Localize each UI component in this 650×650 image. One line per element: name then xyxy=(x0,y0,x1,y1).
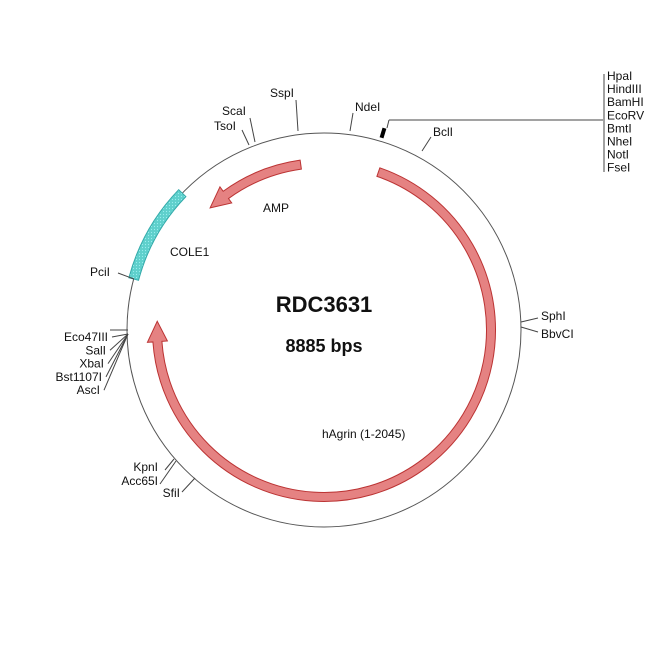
mcs-site-label: FseI xyxy=(607,161,630,175)
left-site-tick xyxy=(105,333,129,378)
mcs-tick xyxy=(386,119,390,129)
pcii-label: PciI xyxy=(90,265,110,279)
scai-label: ScaI xyxy=(222,104,246,118)
acc65i-label: Acc65I xyxy=(121,474,158,488)
left-site-label: SalI xyxy=(85,343,106,357)
sphi-tick xyxy=(520,317,539,323)
hagrin-arrow xyxy=(146,167,496,502)
left-site-tick xyxy=(111,333,129,338)
sfii-tick xyxy=(181,477,196,493)
bcli-label: BclI xyxy=(433,125,453,139)
mcs-marker xyxy=(379,127,387,139)
mcs-site-label: NheI xyxy=(607,135,632,149)
amp-label: AMP xyxy=(263,201,289,215)
bbvci-label: BbvCI xyxy=(541,327,574,341)
kpni-label: KpnI xyxy=(133,460,158,474)
mcs-site-label: BmtI xyxy=(607,121,632,135)
mcs-site-label: HpaI xyxy=(607,69,632,83)
ndei-label: NdeI xyxy=(355,100,380,114)
plasmid-name: RDC3631 xyxy=(276,292,373,317)
pcii-tick xyxy=(117,272,135,280)
acc65i-tick xyxy=(159,460,177,485)
kpni-tick xyxy=(164,458,175,471)
scai-tick xyxy=(249,117,256,143)
sspi-tick xyxy=(295,99,299,132)
bbvci-tick xyxy=(520,326,539,333)
left-site-label: AscI xyxy=(77,383,100,397)
cole1-feature xyxy=(128,188,187,281)
left-site-tick xyxy=(109,333,129,351)
left-site-label: Eco47III xyxy=(64,330,108,344)
sphi-label: SphI xyxy=(541,309,566,323)
mcs-site-label: HindIII xyxy=(607,82,642,96)
tsoi-tick xyxy=(241,129,250,146)
mcs-site-label: NotI xyxy=(607,148,629,162)
sspi-label: SspI xyxy=(270,86,294,100)
plasmid-size: 8885 bps xyxy=(285,336,362,356)
backbone-circle xyxy=(126,132,522,528)
mcs-site-label: EcoRV xyxy=(607,108,644,122)
tsoi-label: TsoI xyxy=(214,119,236,133)
hagrin-label: hAgrin (1-2045) xyxy=(322,427,405,441)
bcli-tick xyxy=(421,136,432,152)
ndei-tick xyxy=(349,112,354,132)
left-site-label: Bst1107I xyxy=(56,370,102,384)
left-site-tick xyxy=(103,333,129,391)
sfii-label: SfiI xyxy=(163,486,180,500)
left-site-label: XbaI xyxy=(79,357,104,371)
left-site-tick xyxy=(107,333,129,364)
mcs-site-label: BamHI xyxy=(607,95,644,109)
amp-arrow xyxy=(209,159,302,209)
cole1-label: COLE1 xyxy=(170,245,210,259)
